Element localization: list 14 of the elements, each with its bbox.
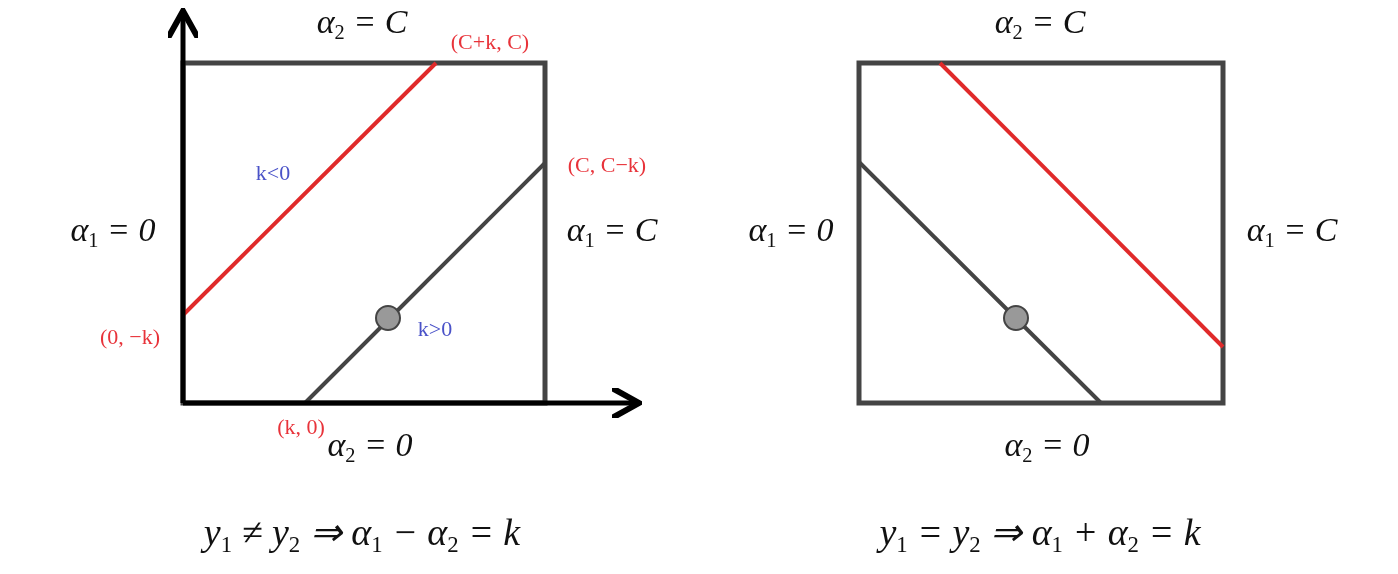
- point-label: (0, −k): [99, 326, 161, 348]
- boundary-label: α$_{2}$ = C: [316, 5, 408, 43]
- point-label: (k, 0): [277, 416, 325, 438]
- boundary-label: α$_{1}$ = C: [566, 213, 658, 251]
- boundary-label: α$_{2}$ = C: [994, 5, 1086, 43]
- point-label: (C+k, C): [450, 31, 530, 53]
- case-label: k>0: [417, 318, 453, 340]
- boundary-label: α$_{1}$ = 0: [70, 213, 156, 251]
- boundary-label: α$_{1}$ = 0: [748, 213, 834, 251]
- boundary-label: α$_{1}$ = C: [1246, 213, 1338, 251]
- boundary-label: α$_{2}$ = 0: [1004, 428, 1090, 466]
- case-label: k<0: [255, 162, 291, 184]
- point-label: (C, C−k): [567, 154, 647, 176]
- boundary-label: α$_{2}$ = 0: [327, 428, 413, 466]
